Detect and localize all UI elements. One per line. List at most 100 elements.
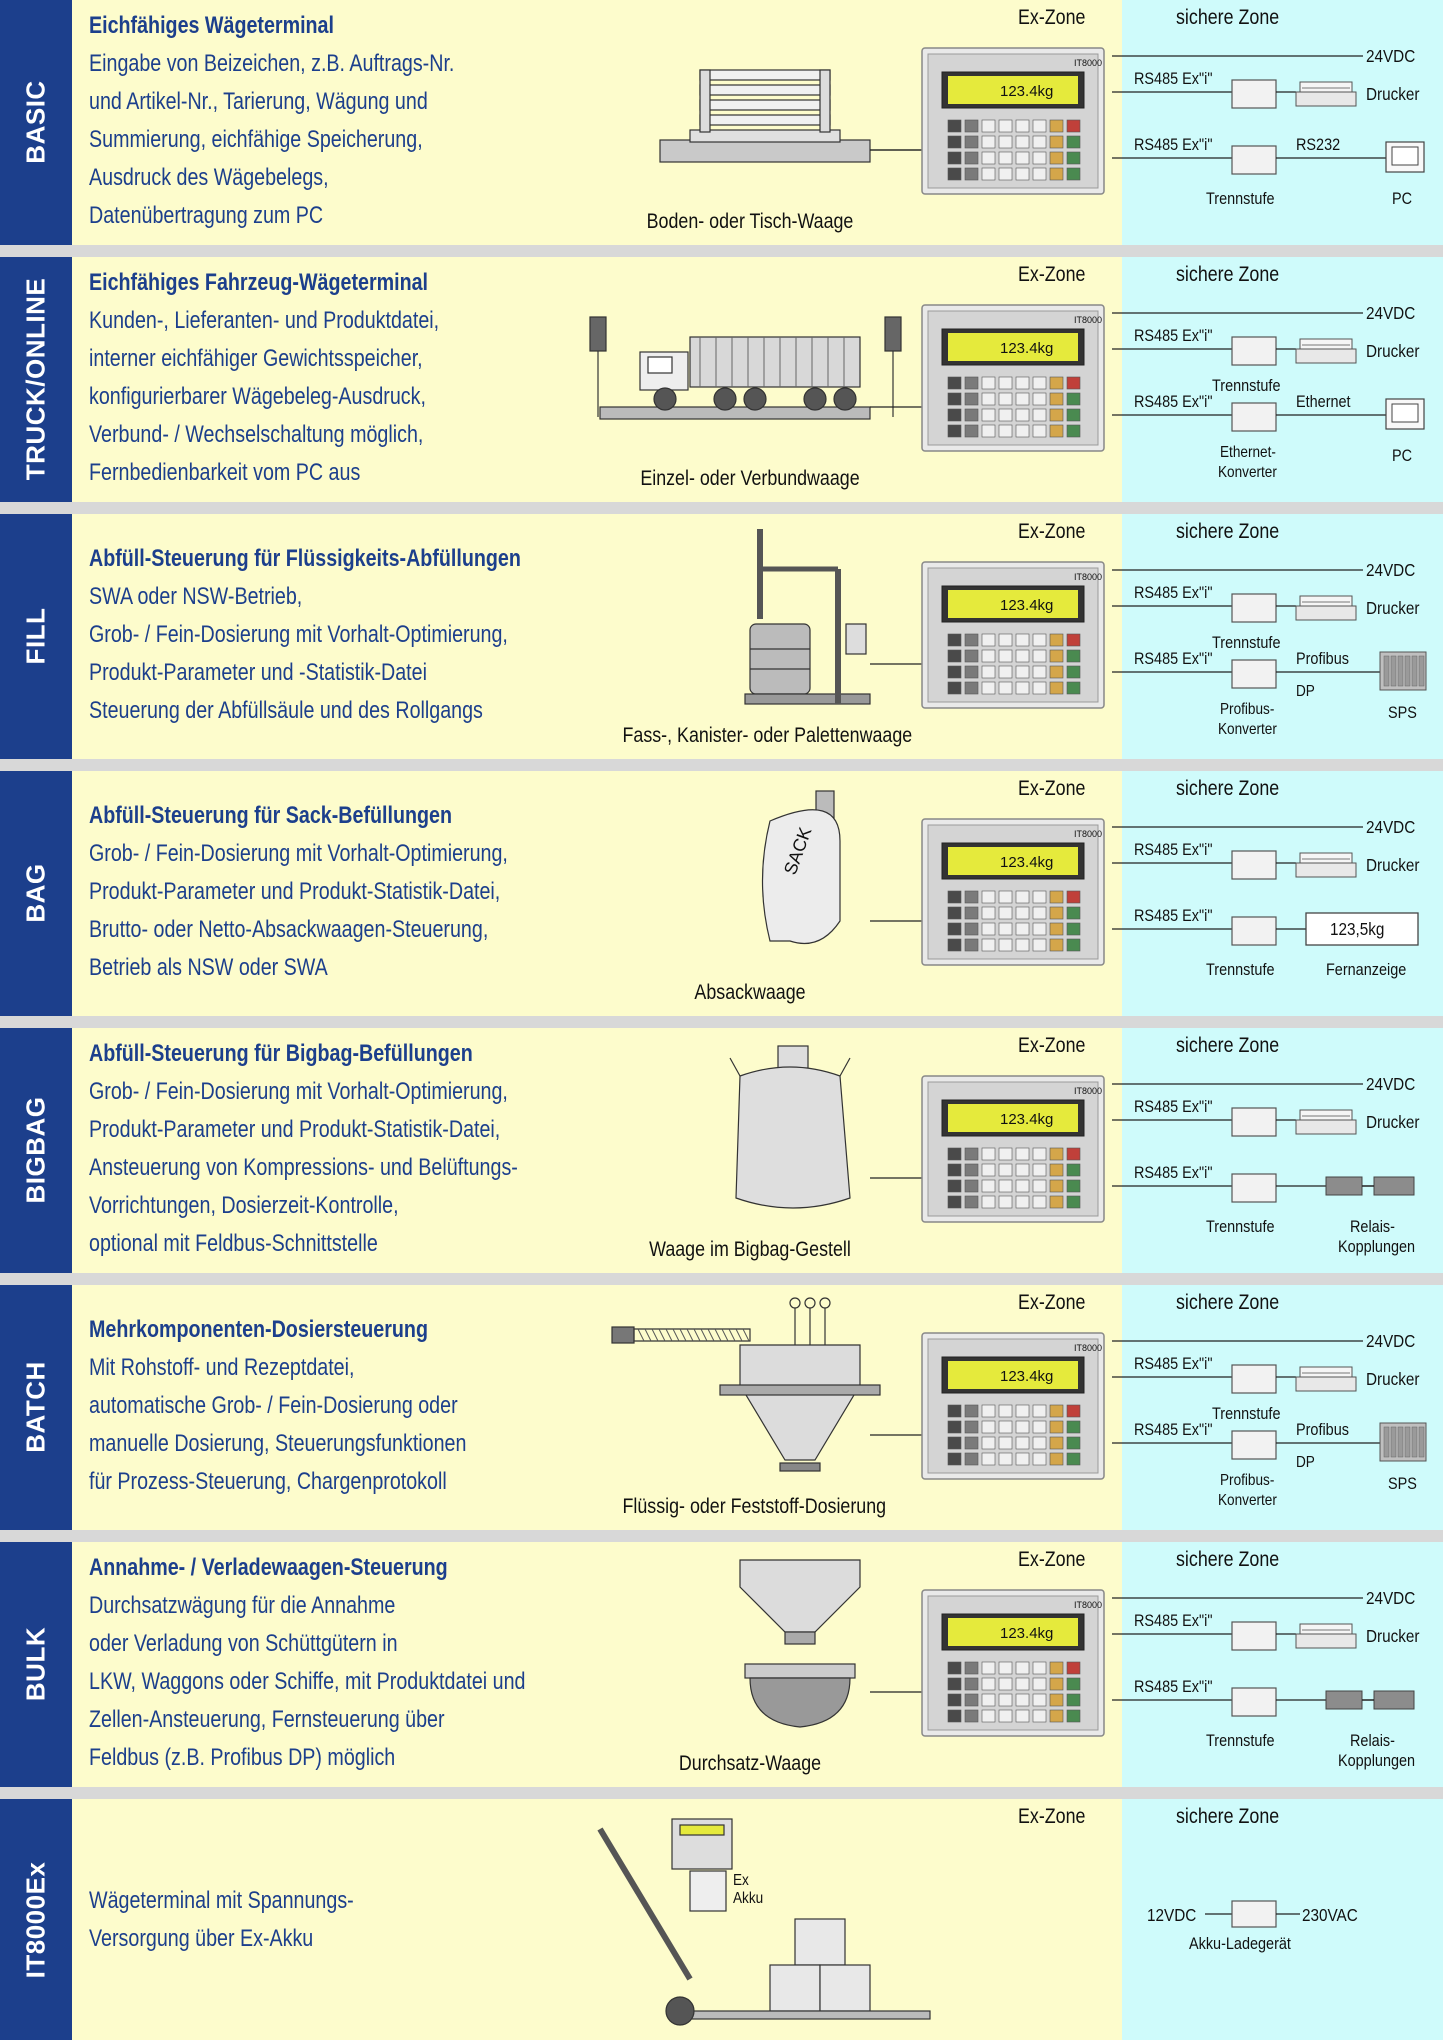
description-line: optional mit Feldbus-Schnittstelle bbox=[89, 1229, 378, 1257]
section-tag-label: FILL bbox=[20, 607, 51, 665]
description-line: Zellen-Ansteuerung, Fernsteuerung über bbox=[89, 1705, 445, 1733]
section-title: Abfüll-Steuerung für Sack-Befüllungen bbox=[89, 801, 453, 829]
description-line: Ansteuerung von Kompressions- und Belüft… bbox=[89, 1153, 518, 1181]
description-line: Durchsatzwägung für die Annahme bbox=[89, 1591, 396, 1619]
safe-zone-background bbox=[1122, 514, 1443, 759]
safe-zone-label: sichere Zone bbox=[1176, 777, 1280, 800]
ex-zone-background bbox=[72, 1799, 1122, 2040]
description-line: automatische Grob- / Fein-Dosierung oder bbox=[89, 1391, 458, 1419]
section-tag-label: BAG bbox=[20, 863, 51, 923]
description-line: und Artikel-Nr., Tarierung, Wägung und bbox=[89, 87, 428, 115]
section-bigbag: BIGBAG Abfüll-Steuerung für Bigbag-Befüll… bbox=[0, 1028, 1443, 1273]
description-line: Ausdruck des Wägebelegs, bbox=[89, 163, 329, 191]
safe-zone-label: sichere Zone bbox=[1176, 1805, 1280, 1828]
section-tag: BIGBAG bbox=[0, 1028, 72, 1273]
ex-zone-label: Ex-Zone bbox=[1018, 520, 1086, 543]
illustration-caption: Flüssig- oder Feststoff-Dosierung bbox=[622, 1495, 887, 1518]
description-line: Vorrichtungen, Dosierzeit-Kontrolle, bbox=[89, 1191, 399, 1219]
illustration-caption: Boden- oder Tisch-Waage bbox=[646, 210, 854, 233]
section-title: Abfüll-Steuerung für Bigbag-Befüllungen bbox=[89, 1039, 473, 1067]
section-tag-label: BULK bbox=[20, 1626, 51, 1702]
description-line: Grob- / Fein-Dosierung mit Vorhalt-Optim… bbox=[89, 1077, 508, 1105]
safe-zone-background bbox=[1122, 1285, 1443, 1530]
description-line: Verbund- / Wechselschaltung möglich, bbox=[89, 420, 424, 448]
safe-zone-label: sichere Zone bbox=[1176, 6, 1280, 29]
description-line: Produkt-Parameter und -Statistik-Datei bbox=[89, 658, 427, 686]
description-line: Wägeterminal mit Spannungs- bbox=[89, 1886, 354, 1914]
description-line: Summierung, eichfähige Speicherung, bbox=[89, 125, 423, 153]
safe-zone-label: sichere Zone bbox=[1176, 1548, 1280, 1571]
section-title: Abfüll-Steuerung für Flüssigkeits-Abfüll… bbox=[89, 544, 521, 572]
section-tag: BATCH bbox=[0, 1285, 72, 1530]
safe-zone-background bbox=[1122, 771, 1443, 1016]
section-tag: BAG bbox=[0, 771, 72, 1016]
safe-zone-label: sichere Zone bbox=[1176, 520, 1280, 543]
section-fill: FILL Abfüll-Steuerung für Flüssigkeits-Ab… bbox=[0, 514, 1443, 759]
description-line: Datenübertragung zum PC bbox=[89, 201, 324, 229]
description-line: interner eichfähiger Gewichtsspeicher, bbox=[89, 344, 423, 372]
illustration-caption: Einzel- oder Verbundwaage bbox=[640, 467, 860, 490]
safe-zone-background bbox=[1122, 1542, 1443, 1787]
section-truck-online: TRUCK/ONLINE Eichfähiges Fahrzeug-Wägeter… bbox=[0, 257, 1443, 502]
section-tag: BASIC bbox=[0, 0, 72, 245]
description-line: Eingabe von Beizeichen, z.B. Auftrags-Nr… bbox=[89, 49, 455, 77]
safe-zone-label: sichere Zone bbox=[1176, 1291, 1280, 1314]
description-line: Fernbedienbarkeit vom PC aus bbox=[89, 458, 361, 486]
ex-zone-label: Ex-Zone bbox=[1018, 263, 1086, 286]
illustration-caption: Fass-, Kanister- oder Palettenwaage bbox=[622, 724, 913, 747]
ex-zone-label: Ex-Zone bbox=[1018, 1034, 1086, 1057]
section-tag-label: BATCH bbox=[20, 1361, 51, 1453]
illustration-caption: Durchsatz-Waage bbox=[678, 1752, 822, 1775]
ex-zone-label: Ex-Zone bbox=[1018, 1805, 1086, 1828]
description-line: für Prozess-Steuerung, Chargenprotokoll bbox=[89, 1467, 447, 1495]
description-line: Produkt-Parameter und Produkt-Statistik-… bbox=[89, 877, 501, 905]
section-title: Eichfähiges Fahrzeug-Wägeterminal bbox=[89, 268, 429, 296]
ex-zone-label: Ex-Zone bbox=[1018, 1548, 1086, 1571]
section-tag-label: IT8000Ex bbox=[20, 1861, 51, 1978]
safe-zone-background bbox=[1122, 0, 1443, 245]
description-line: Produkt-Parameter und Produkt-Statistik-… bbox=[89, 1115, 501, 1143]
safe-zone-background bbox=[1122, 1028, 1443, 1273]
safe-zone-label: sichere Zone bbox=[1176, 1034, 1280, 1057]
description-line: SWA oder NSW-Betrieb, bbox=[89, 582, 303, 610]
description-line: Betrieb als NSW oder SWA bbox=[89, 953, 328, 981]
description-line: Grob- / Fein-Dosierung mit Vorhalt-Optim… bbox=[89, 620, 508, 648]
description-line: Feldbus (z.B. Profibus DP) möglich bbox=[89, 1743, 396, 1771]
description-line: Kunden-, Lieferanten- und Produktdatei, bbox=[89, 306, 440, 334]
section-title: Mehrkomponenten-Dosiersteuerung bbox=[89, 1315, 428, 1343]
section-tag: BULK bbox=[0, 1542, 72, 1787]
description-line: oder Verladung von Schüttgütern in bbox=[89, 1629, 398, 1657]
safe-zone-label: sichere Zone bbox=[1176, 263, 1280, 286]
safe-zone-background bbox=[1122, 257, 1443, 502]
description-line: Versorgung über Ex-Akku bbox=[89, 1924, 314, 1952]
description-line: Steuerung der Abfüllsäule und des Rollga… bbox=[89, 696, 483, 724]
section-description: Wägeterminal mit Spannungs- Versorgung üb… bbox=[89, 1882, 597, 1958]
section-bag: BAG Abfüll-Steuerung für Sack-Befüllungen… bbox=[0, 771, 1443, 1016]
ex-zone-label: Ex-Zone bbox=[1018, 6, 1086, 29]
safe-zone-background bbox=[1122, 1799, 1443, 2040]
section-tag-label: TRUCK/ONLINE bbox=[20, 277, 51, 481]
section-tag-label: BASIC bbox=[20, 80, 51, 164]
section-tag: TRUCK/ONLINE bbox=[0, 257, 72, 502]
ex-zone-label: Ex-Zone bbox=[1018, 1291, 1086, 1314]
section-title: Annahme- / Verladewaagen-Steuerung bbox=[89, 1553, 448, 1581]
description-line: konfigurierbarer Wägebeleg-Ausdruck, bbox=[89, 382, 426, 410]
illustration-caption: Waage im Bigbag-Gestell bbox=[649, 1238, 851, 1261]
description-line: Mit Rohstoff- und Rezeptdatei, bbox=[89, 1353, 355, 1381]
description-line: manuelle Dosierung, Steuerungsfunktionen bbox=[89, 1429, 467, 1457]
section-it8000ex: IT8000Ex Wägeterminal mit Spannungs- Verso… bbox=[0, 1799, 1443, 2040]
description-line: LKW, Waggons oder Schiffe, mit Produktda… bbox=[89, 1667, 526, 1695]
section-tag: FILL bbox=[0, 514, 72, 759]
ex-zone-label: Ex-Zone bbox=[1018, 777, 1086, 800]
section-tag: IT8000Ex bbox=[0, 1799, 72, 2040]
section-tag-label: BIGBAG bbox=[20, 1096, 51, 1204]
